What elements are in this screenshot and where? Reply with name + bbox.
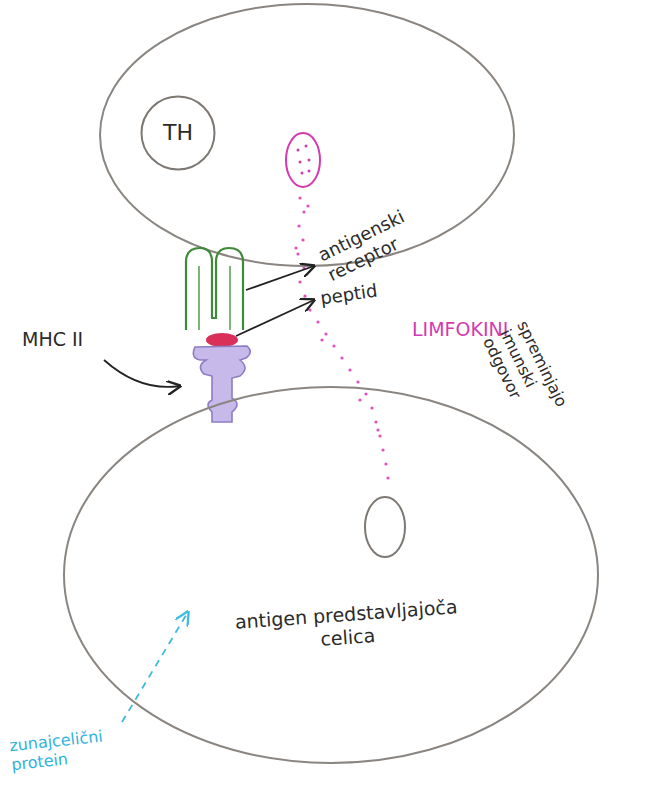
- dashed-arrow: [122, 612, 188, 722]
- note-label: spreminjajo imunski odgovor: [479, 318, 588, 460]
- antigen-receptor: [186, 248, 243, 330]
- th-cell: [100, 4, 514, 266]
- antigen-presenting-cell: antigen predstavljajoča celica: [62, 385, 600, 765]
- leader-arrow: [246, 266, 314, 290]
- leader-arrow: [236, 300, 314, 336]
- nucleus-label: TH: [163, 120, 193, 146]
- peptide: [206, 333, 238, 347]
- receptor-inner: [199, 266, 230, 330]
- part-label: antigenski receptor: [315, 194, 442, 285]
- lymphokine-dots: [297, 145, 311, 175]
- cell-outline: [62, 385, 600, 765]
- pointer-label: zunajcelični protein: [8, 724, 131, 775]
- part-label: MHC II: [22, 328, 112, 351]
- vesicle: [286, 133, 320, 187]
- cell-label: antigen predstavljajoča celica: [221, 594, 474, 657]
- nucleus-circle: TH: [140, 95, 216, 171]
- leader-arrow: [104, 360, 180, 387]
